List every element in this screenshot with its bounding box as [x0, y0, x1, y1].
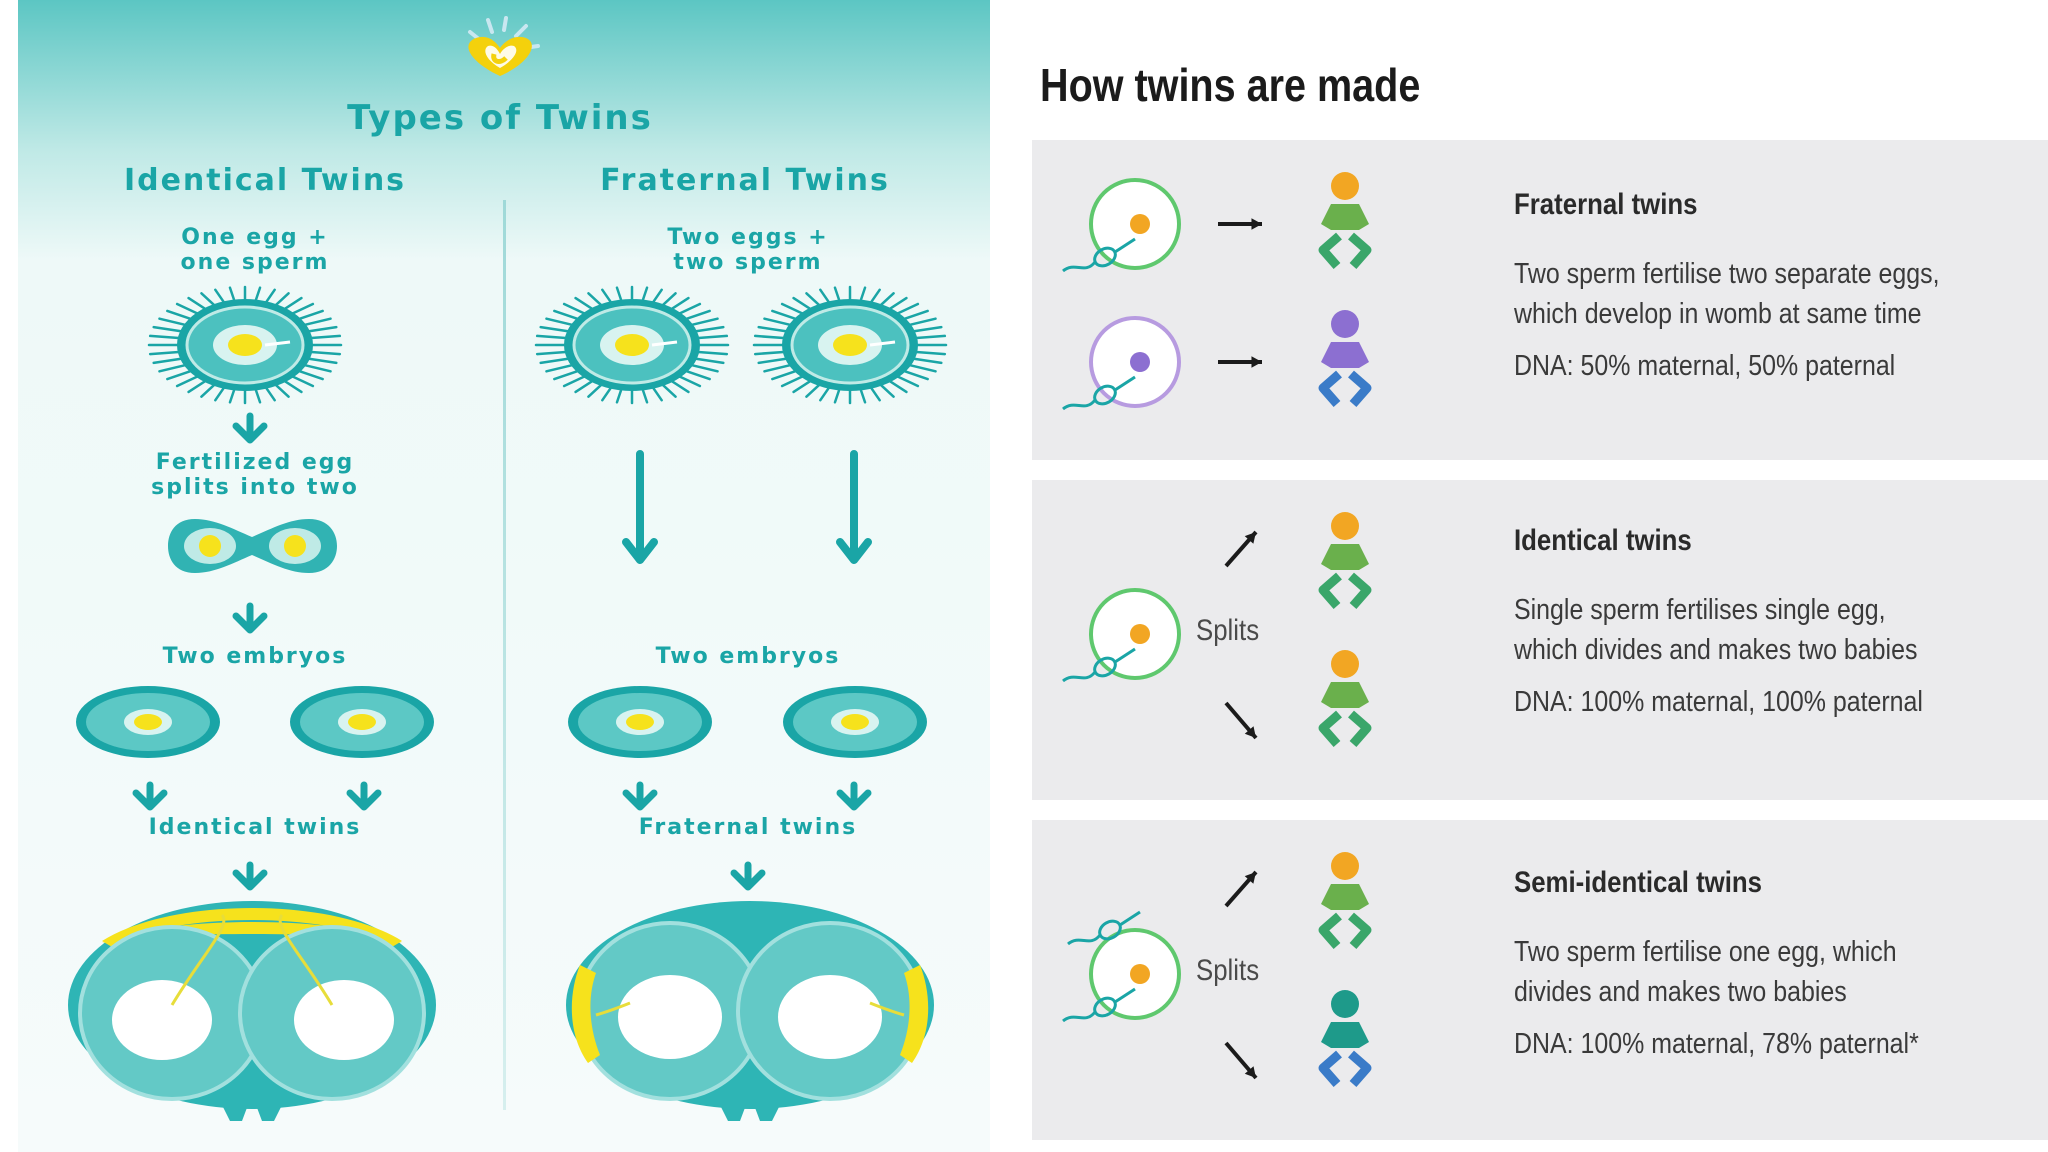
card-heading: Semi-identical twins — [1514, 866, 1763, 899]
sperm-icon — [1062, 237, 1136, 273]
baby-icon — [1318, 512, 1372, 609]
sperm-icon — [1062, 375, 1136, 411]
identical-origin: One egg + one sperm — [180, 225, 330, 275]
baby-icon — [1318, 172, 1372, 269]
sperm-icon — [1067, 910, 1141, 946]
embryo-icon — [568, 686, 712, 758]
sperm-icon — [1062, 647, 1136, 683]
long-arrow-icon — [622, 450, 658, 564]
card-dna: DNA: 100% maternal, 100% paternal — [1514, 686, 1923, 718]
arrow-down-icon — [346, 781, 382, 811]
card-body: Two sperm fertilise two separate eggs, w… — [1514, 258, 1940, 330]
arrow-down-icon — [232, 412, 268, 444]
baby-icon — [1318, 852, 1372, 949]
card-heading: Fraternal twins — [1514, 188, 1698, 221]
fraternal-origin: Two eggs + two sperm — [667, 225, 829, 275]
egg-cell-icon — [752, 285, 948, 405]
embryo-icon — [783, 686, 927, 758]
arrow-icon — [1224, 1041, 1258, 1080]
arrow-icon — [1224, 530, 1258, 568]
egg-cell-icon — [1089, 928, 1181, 1020]
card-semi-identical: Semi-identical twins Two sperm fertilise… — [1032, 820, 2048, 1140]
card-heading: Identical twins — [1514, 524, 1692, 557]
identical-heading: Identical Twins — [123, 163, 407, 198]
long-arrow-icon — [836, 450, 872, 564]
identical-result-label: Identical twins — [148, 815, 362, 840]
baby-icon — [1318, 990, 1372, 1087]
card-fraternal: Fraternal twins Two sperm fertilise two … — [1032, 140, 2048, 460]
arrow-down-icon — [836, 781, 872, 811]
column-divider — [503, 200, 506, 1110]
fraternal-heading: Fraternal Twins — [600, 163, 890, 198]
arrow-down-icon — [132, 781, 168, 811]
arrow-icon — [1218, 218, 1262, 230]
sperm-icon — [1062, 987, 1136, 1023]
splitting-egg-icon — [168, 519, 337, 573]
fraternal-result-label: Fraternal twins — [638, 815, 858, 840]
heart-logo-icon — [468, 16, 540, 76]
card-dna: DNA: 100% maternal, 78% paternal* — [1514, 1028, 1919, 1060]
splits-label: Splits — [1196, 954, 1260, 987]
arrow-down-icon — [232, 861, 268, 891]
egg-cell-icon — [147, 285, 343, 405]
embryo-icon — [76, 686, 220, 758]
arrow-down-icon — [622, 781, 658, 811]
baby-icon — [1318, 310, 1372, 407]
fraternal-embryos-label: Two embryos — [655, 644, 841, 669]
arrow-icon — [1218, 356, 1262, 368]
page-title: Types of Twins — [347, 98, 653, 138]
egg-cell-icon — [534, 285, 730, 405]
egg-cell-icon — [1089, 588, 1181, 680]
arrow-down-icon — [730, 861, 766, 891]
identical-split-label: Fertilized egg splits into two — [151, 450, 359, 500]
arrow-icon — [1224, 701, 1258, 740]
egg-cell-icon — [1089, 316, 1181, 408]
card-dna: DNA: 50% maternal, 50% paternal — [1514, 350, 1896, 382]
arrow-icon — [1224, 870, 1258, 908]
womb-icon — [566, 901, 934, 1121]
egg-cell-icon — [1089, 178, 1181, 270]
identical-embryos-label: Two embryos — [162, 644, 348, 669]
arrow-down-icon — [232, 602, 268, 634]
card-body: Two sperm fertilise one egg, which divid… — [1514, 936, 1897, 1008]
baby-icon — [1318, 650, 1372, 747]
womb-icon — [68, 901, 436, 1121]
embryos-group — [76, 686, 927, 891]
splits-label: Splits — [1196, 614, 1260, 647]
card-identical: Identical twins Single sperm fertilises … — [1032, 480, 2048, 800]
right-title: How twins are made — [1040, 59, 1421, 111]
card-body: Single sperm fertilises single egg, whic… — [1514, 594, 1918, 666]
embryo-icon — [290, 686, 434, 758]
